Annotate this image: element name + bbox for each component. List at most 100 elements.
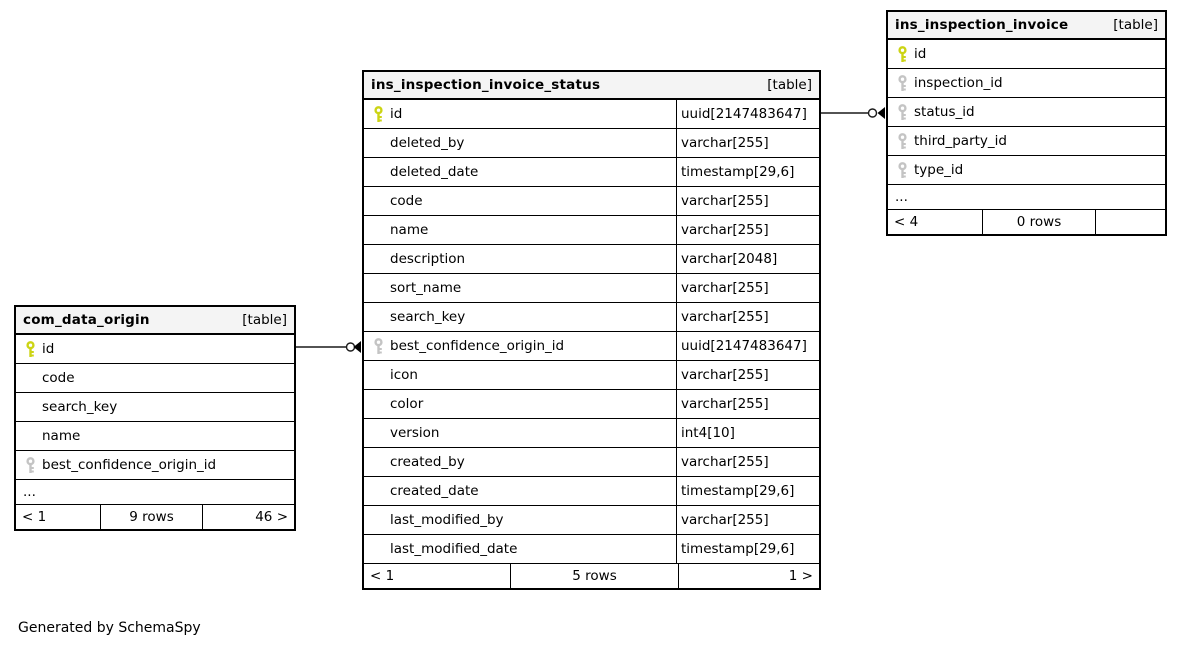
- column-name-cell: id: [888, 40, 1165, 68]
- table-name[interactable]: com_data_origin: [23, 312, 150, 328]
- column-name-cell: status_id: [888, 98, 1165, 126]
- table-com_data_origin: com_data_origin [table] id code search_key…: [14, 305, 296, 531]
- column-type: varchar[255]: [676, 390, 819, 418]
- related-in-count: < 1: [370, 568, 395, 584]
- column-row: id: [16, 335, 294, 364]
- column-type: timestamp[29,6]: [676, 158, 819, 186]
- column-type: varchar[255]: [676, 361, 819, 389]
- column-type: varchar[255]: [676, 187, 819, 215]
- table-type-badge: [table]: [767, 77, 812, 93]
- column-name: sort_name: [390, 280, 462, 296]
- column-name: name: [42, 428, 81, 444]
- column-name-cell: third_party_id: [888, 127, 1165, 155]
- related-in-count: < 4: [894, 214, 919, 230]
- table-footer: < 4 0 rows: [888, 210, 1165, 234]
- column-name: created_date: [390, 483, 479, 499]
- table-header: com_data_origin [table]: [16, 307, 294, 335]
- foreign-key-icon: [897, 74, 914, 92]
- column-name: id: [42, 341, 55, 357]
- column-name-cell: deleted_date: [364, 158, 676, 186]
- column-name-cell: code: [16, 364, 294, 392]
- column-name: status_id: [914, 104, 975, 120]
- column-type: varchar[255]: [676, 506, 819, 534]
- column-rows: id uuid[2147483647] deleted_by varchar[255]…: [364, 100, 819, 564]
- column-name: inspection_id: [914, 75, 1003, 91]
- column-name-cell: sort_name: [364, 274, 676, 302]
- table-name[interactable]: ins_inspection_invoice_status: [371, 77, 601, 93]
- column-name-cell: id: [16, 335, 294, 363]
- column-row: deleted_date timestamp[29,6]: [364, 158, 819, 187]
- fk-relationship-connector-2: [820, 107, 885, 119]
- table-ins_inspection_invoice_status: ins_inspection_invoice_status [table] id…: [362, 70, 821, 590]
- table-name[interactable]: ins_inspection_invoice: [895, 17, 1069, 33]
- foreign-key-icon: [25, 456, 42, 474]
- column-name: search_key: [42, 399, 118, 415]
- primary-key-icon: [25, 340, 42, 358]
- column-type: int4[10]: [676, 419, 819, 447]
- column-row: best_confidence_origin_id: [16, 451, 294, 480]
- row-count: 0 rows: [982, 210, 1095, 234]
- column-name: deleted_date: [390, 164, 479, 180]
- table-footer: < 1 9 rows 46 >: [16, 505, 294, 529]
- column-type: varchar[255]: [676, 303, 819, 331]
- foreign-key-icon: [373, 337, 390, 355]
- column-name: best_confidence_origin_id: [390, 338, 565, 354]
- related-out-count: 1 >: [678, 564, 819, 588]
- column-row: icon varchar[255]: [364, 361, 819, 390]
- column-name: third_party_id: [914, 133, 1007, 149]
- truncated-columns-indicator: ...: [888, 185, 1165, 210]
- column-name: last_modified_by: [390, 512, 504, 528]
- column-row: inspection_id: [888, 69, 1165, 98]
- column-type: timestamp[29,6]: [676, 477, 819, 505]
- column-name-cell: inspection_id: [888, 69, 1165, 97]
- column-row: sort_name varchar[255]: [364, 274, 819, 303]
- column-type: uuid[2147483647]: [676, 100, 819, 128]
- truncated-columns-indicator: ...: [16, 480, 294, 505]
- column-type: varchar[255]: [676, 274, 819, 302]
- column-row: third_party_id: [888, 127, 1165, 156]
- column-name-cell: icon: [364, 361, 676, 389]
- column-name: type_id: [914, 162, 964, 178]
- related-in-count: < 1: [22, 509, 47, 525]
- foreign-key-icon: [897, 161, 914, 179]
- column-name: name: [390, 222, 429, 238]
- column-name: icon: [390, 367, 418, 383]
- row-count: 9 rows: [100, 505, 202, 529]
- column-name-cell: name: [364, 216, 676, 244]
- column-row: created_by varchar[255]: [364, 448, 819, 477]
- column-name: code: [390, 193, 423, 209]
- column-type: varchar[255]: [676, 448, 819, 476]
- row-count: 5 rows: [510, 564, 678, 588]
- column-row: code: [16, 364, 294, 393]
- primary-key-icon: [373, 105, 390, 123]
- column-row: id uuid[2147483647]: [364, 100, 819, 129]
- column-row: version int4[10]: [364, 419, 819, 448]
- table-header: ins_inspection_invoice [table]: [888, 12, 1165, 40]
- column-name: id: [914, 46, 927, 62]
- table-type-badge: [table]: [242, 312, 287, 328]
- column-name: created_by: [390, 454, 465, 470]
- column-type: varchar[2048]: [676, 245, 819, 273]
- column-name: version: [390, 425, 440, 441]
- column-name-cell: name: [16, 422, 294, 450]
- column-name-cell: code: [364, 187, 676, 215]
- column-row: status_id: [888, 98, 1165, 127]
- column-name-cell: last_modified_by: [364, 506, 676, 534]
- column-name-cell: best_confidence_origin_id: [16, 451, 294, 479]
- column-name-cell: description: [364, 245, 676, 273]
- table-footer: < 1 5 rows 1 >: [364, 564, 819, 588]
- related-out-count: 46 >: [202, 505, 294, 529]
- column-name-cell: search_key: [364, 303, 676, 331]
- column-name-cell: search_key: [16, 393, 294, 421]
- column-name: id: [390, 106, 403, 122]
- foreign-key-icon: [897, 132, 914, 150]
- column-name-cell: best_confidence_origin_id: [364, 332, 676, 360]
- foreign-key-icon: [897, 103, 914, 121]
- column-name-cell: id: [364, 100, 676, 128]
- column-name: deleted_by: [390, 135, 465, 151]
